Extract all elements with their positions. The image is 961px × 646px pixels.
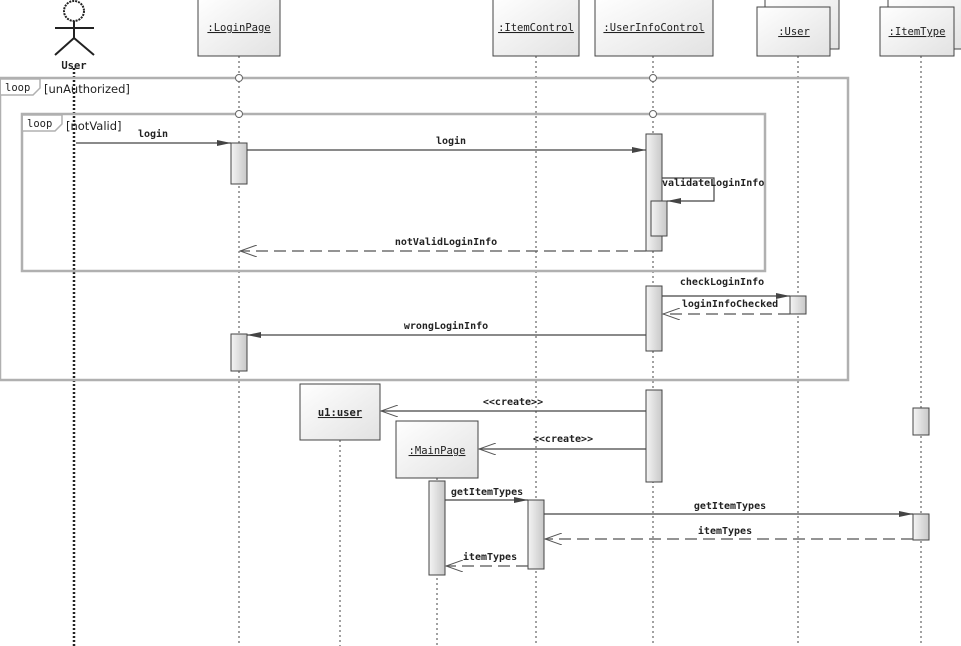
message-item-types-return-1: itemTypes bbox=[545, 525, 913, 539]
loop-fragment-notvalid: loop [notValid] bbox=[20, 112, 767, 273]
message-label: itemTypes bbox=[463, 551, 517, 563]
message-label: notValidLoginInfo bbox=[395, 236, 497, 248]
userinfocontrol-object[interactable]: :UserInfoControl bbox=[594, 0, 714, 57]
actor-label: User bbox=[61, 60, 86, 72]
message-login-2: login bbox=[247, 135, 646, 153]
message-create-u1user: <<create>> bbox=[381, 397, 646, 411]
mainpage-label: :MainPage bbox=[409, 445, 466, 457]
message-check-login-info: checkLoginInfo bbox=[662, 276, 790, 299]
activation-bar bbox=[527, 499, 545, 570]
mainpage-object[interactable]: :MainPage bbox=[395, 420, 479, 479]
message-label: login bbox=[138, 128, 168, 140]
message-item-types-return-2: itemTypes bbox=[446, 551, 528, 566]
loop-operator-label: loop bbox=[27, 118, 52, 130]
message-label: <<create>> bbox=[483, 397, 543, 408]
lifeline-junction-markers bbox=[235, 74, 657, 118]
loop-operator-label: loop bbox=[5, 82, 30, 94]
u1user-label: u1:user bbox=[318, 407, 362, 419]
user-actor-icon bbox=[54, 0, 95, 56]
message-get-item-types-1: getItemTypes bbox=[445, 487, 528, 503]
activation-bar bbox=[645, 389, 663, 483]
message-label: loginInfoChecked bbox=[682, 298, 778, 310]
message-wrong-login-info: wrongLoginInfo bbox=[247, 320, 646, 338]
message-get-item-types-2: getItemTypes bbox=[544, 501, 913, 517]
activation-bar bbox=[645, 285, 663, 352]
loop-guard-label: [unAuthorized] bbox=[44, 82, 130, 96]
user-object-label: :User bbox=[778, 26, 810, 38]
activation-bar bbox=[912, 513, 930, 541]
message-login-info-checked: loginInfoChecked bbox=[663, 298, 790, 314]
message-label: checkLoginInfo bbox=[680, 276, 764, 288]
itemcontrol-label: :ItemControl bbox=[498, 22, 574, 34]
u1user-object[interactable]: u1:user bbox=[299, 383, 381, 441]
activation-bar bbox=[912, 407, 930, 436]
message-label: itemTypes bbox=[698, 525, 752, 537]
itemtype-label: :ItemType bbox=[889, 26, 946, 38]
message-label: getItemTypes bbox=[451, 487, 523, 498]
activation-bar bbox=[789, 295, 807, 315]
loginpage-label: :LoginPage bbox=[207, 22, 270, 34]
activation-bar bbox=[650, 200, 668, 237]
activation-bar bbox=[230, 142, 248, 185]
message-create-mainpage: <<create>> bbox=[479, 434, 646, 449]
loop-fragment-unauthorized: loop [unAuthorized] bbox=[0, 76, 850, 382]
loop-guard-label: [notValid] bbox=[66, 119, 122, 133]
user-object[interactable]: :User bbox=[756, 0, 840, 57]
message-label: <<create>> bbox=[533, 434, 593, 445]
itemtype-object[interactable]: :ItemType bbox=[879, 0, 961, 57]
itemcontrol-object[interactable]: :ItemControl bbox=[492, 0, 580, 57]
message-label: validateLoginInfo bbox=[662, 177, 764, 189]
loginpage-object[interactable]: :LoginPage bbox=[197, 0, 281, 57]
activation-bar bbox=[230, 333, 248, 372]
message-label: login bbox=[436, 135, 466, 147]
message-validate-login-info: validateLoginInfo bbox=[662, 177, 764, 204]
message-label: wrongLoginInfo bbox=[404, 320, 488, 332]
message-not-valid-login-info: notValidLoginInfo bbox=[240, 236, 646, 251]
message-login-1: login bbox=[76, 128, 231, 146]
activation-bar bbox=[428, 480, 446, 576]
userinfocontrol-label: :UserInfoControl bbox=[603, 22, 704, 34]
message-label: getItemTypes bbox=[694, 501, 766, 512]
